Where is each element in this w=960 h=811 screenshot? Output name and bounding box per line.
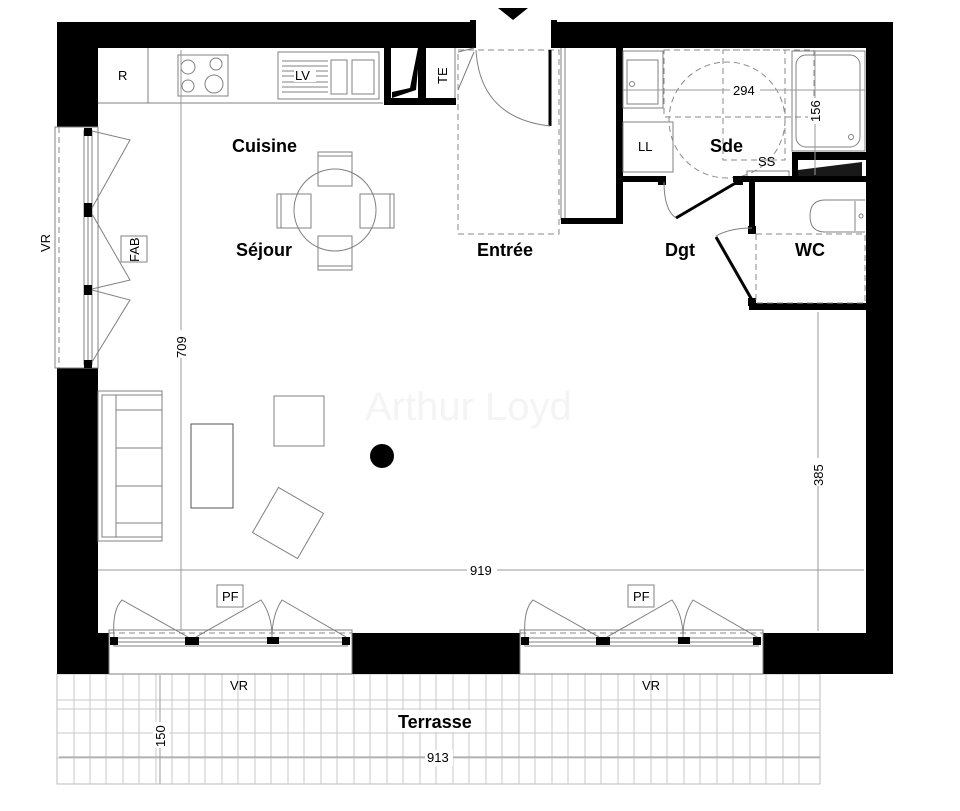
room-label-sde: Sde bbox=[710, 136, 743, 156]
watermark: Arthur Loyd bbox=[365, 385, 572, 429]
room-label-sejour: Séjour bbox=[236, 240, 292, 260]
bottom-window-left bbox=[108, 584, 353, 675]
label-vr-bottom-right: VR bbox=[642, 678, 660, 693]
dim-shower-length: 156 bbox=[808, 100, 823, 122]
label-dishwasher: LV bbox=[295, 68, 310, 83]
dim-terrasse-width: 913 bbox=[427, 750, 449, 765]
label-washing-machine: LL bbox=[638, 139, 652, 154]
entry-arrow-icon bbox=[498, 8, 528, 20]
dim-living-right-height: 385 bbox=[811, 464, 826, 486]
dim-living-width: 919 bbox=[470, 563, 492, 578]
room-label-wc: WC bbox=[795, 240, 825, 260]
room-label-cuisine: Cuisine bbox=[232, 136, 297, 156]
label-water-heater: TE bbox=[435, 67, 450, 84]
dim-living-height: 709 bbox=[174, 336, 189, 358]
living-furniture bbox=[97, 390, 394, 560]
terrasse-tiles bbox=[56, 673, 821, 785]
label-vr-left-wall: VR bbox=[38, 234, 53, 252]
column-icon bbox=[370, 444, 394, 468]
dining-table bbox=[276, 151, 395, 271]
kitchen-counter bbox=[98, 48, 456, 105]
room-label-terrasse: Terrasse bbox=[398, 712, 472, 732]
label-pf-left: PF bbox=[222, 589, 239, 604]
left-window bbox=[54, 126, 148, 369]
label-fab: FAB bbox=[127, 237, 142, 262]
entree-area bbox=[457, 20, 560, 235]
bottom-window-right bbox=[519, 584, 764, 675]
room-label-dgt: Dgt bbox=[665, 240, 695, 260]
label-vr-bottom-left: VR bbox=[230, 678, 248, 693]
label-ss: SS bbox=[758, 154, 776, 169]
label-refrigerator: R bbox=[118, 68, 127, 83]
entree-closet bbox=[560, 48, 623, 224]
label-pf-right: PF bbox=[633, 589, 650, 604]
dim-terrasse-depth: 150 bbox=[153, 725, 168, 747]
room-label-entree: Entrée bbox=[477, 240, 533, 260]
exterior-walls bbox=[57, 22, 893, 674]
bathroom bbox=[622, 49, 866, 220]
wc-room bbox=[714, 182, 866, 310]
dim-sde-width: 294 bbox=[733, 83, 755, 98]
